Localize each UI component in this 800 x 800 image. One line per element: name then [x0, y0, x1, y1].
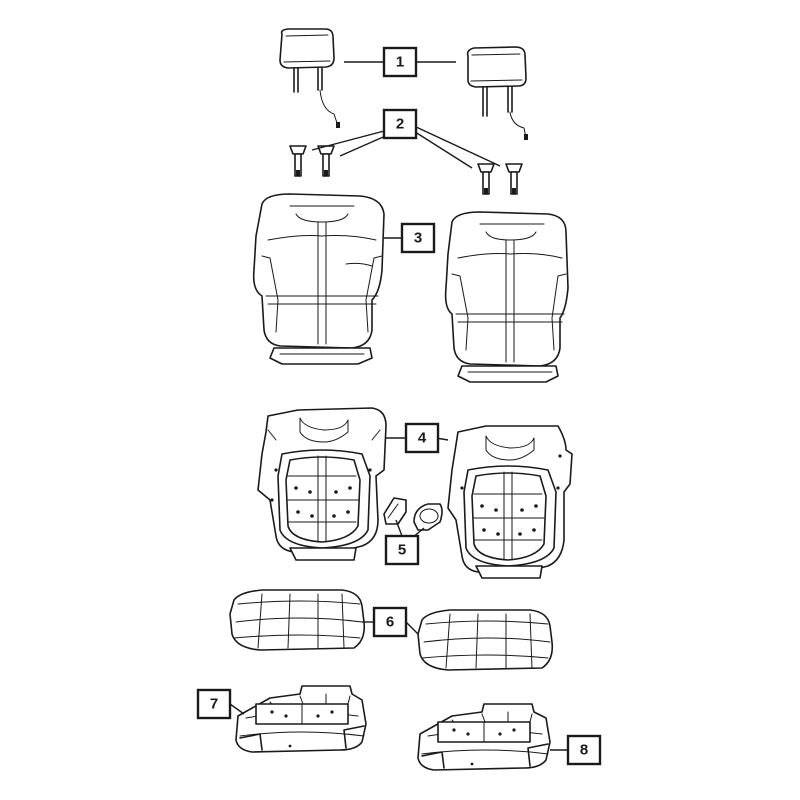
callout-1-label: 1: [396, 54, 404, 71]
seat-cushion-cover-left[interactable]: [229, 589, 366, 651]
headrest-left[interactable]: [279, 28, 340, 128]
headrest-right[interactable]: [466, 46, 528, 140]
seat-cushion-frame-left[interactable]: [235, 685, 367, 753]
callout-3-label: 3: [414, 230, 422, 247]
callout-2[interactable]: 2: [382, 108, 418, 140]
seat-cushion-cover-right[interactable]: [417, 609, 554, 671]
seat-cushion-frame-right[interactable]: [417, 703, 551, 771]
callout-7-label: 7: [210, 696, 218, 713]
callout-6-label: 6: [386, 614, 394, 631]
callout-8-label: 8: [580, 742, 588, 759]
callout-4[interactable]: 4: [404, 422, 440, 454]
callout-2-label: 2: [396, 116, 404, 133]
side-trim-pieces[interactable]: [383, 497, 443, 531]
callout-5[interactable]: 5: [384, 534, 420, 566]
seat-back-frame-right[interactable]: [447, 425, 573, 579]
seat-back-cover-right[interactable]: [444, 211, 569, 383]
seat-back-frame-left[interactable]: [257, 407, 387, 561]
callout-7[interactable]: 7: [196, 688, 232, 720]
callout-8[interactable]: 8: [566, 734, 602, 766]
callout-5-label: 5: [398, 542, 406, 559]
callout-4-label: 4: [418, 430, 427, 447]
leader-lines: [229, 61, 568, 751]
seat-back-cover-left[interactable]: [252, 193, 385, 365]
callout-6[interactable]: 6: [372, 606, 408, 638]
callout-3[interactable]: 3: [400, 222, 436, 254]
callout-1[interactable]: 1: [382, 46, 418, 78]
headrest-guides[interactable]: [289, 145, 523, 195]
